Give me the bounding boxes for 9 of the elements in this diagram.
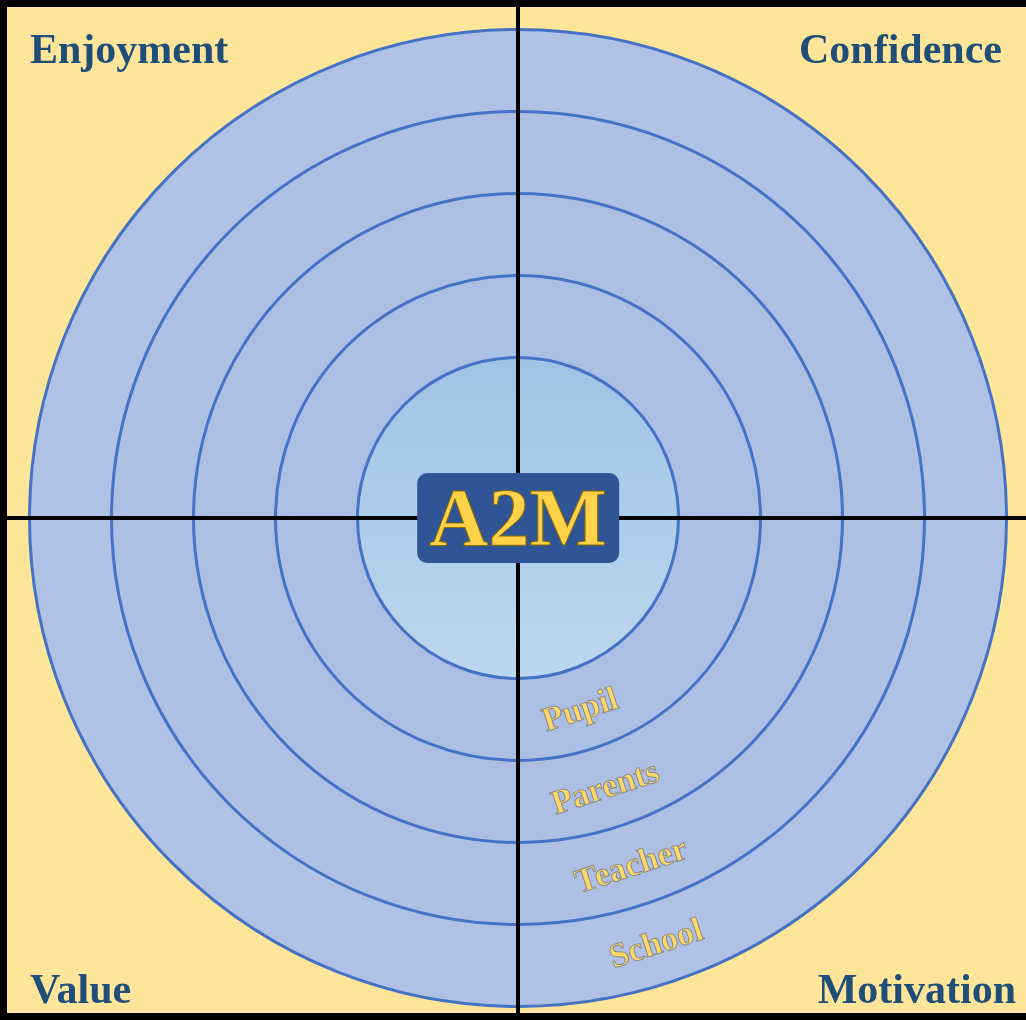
center-title: A2M: [417, 473, 619, 563]
quadrant-label: Value: [30, 968, 132, 1010]
quadrant-label: Motivation: [817, 968, 1016, 1010]
quadrant-label: Confidence: [799, 28, 1002, 70]
ring-label: Parents: [547, 753, 664, 821]
quadrant-label: Enjoyment: [30, 28, 229, 70]
ring-label: Teacher: [570, 831, 692, 900]
ring-label: School: [605, 912, 708, 975]
ring-label: Pupil: [538, 681, 623, 738]
